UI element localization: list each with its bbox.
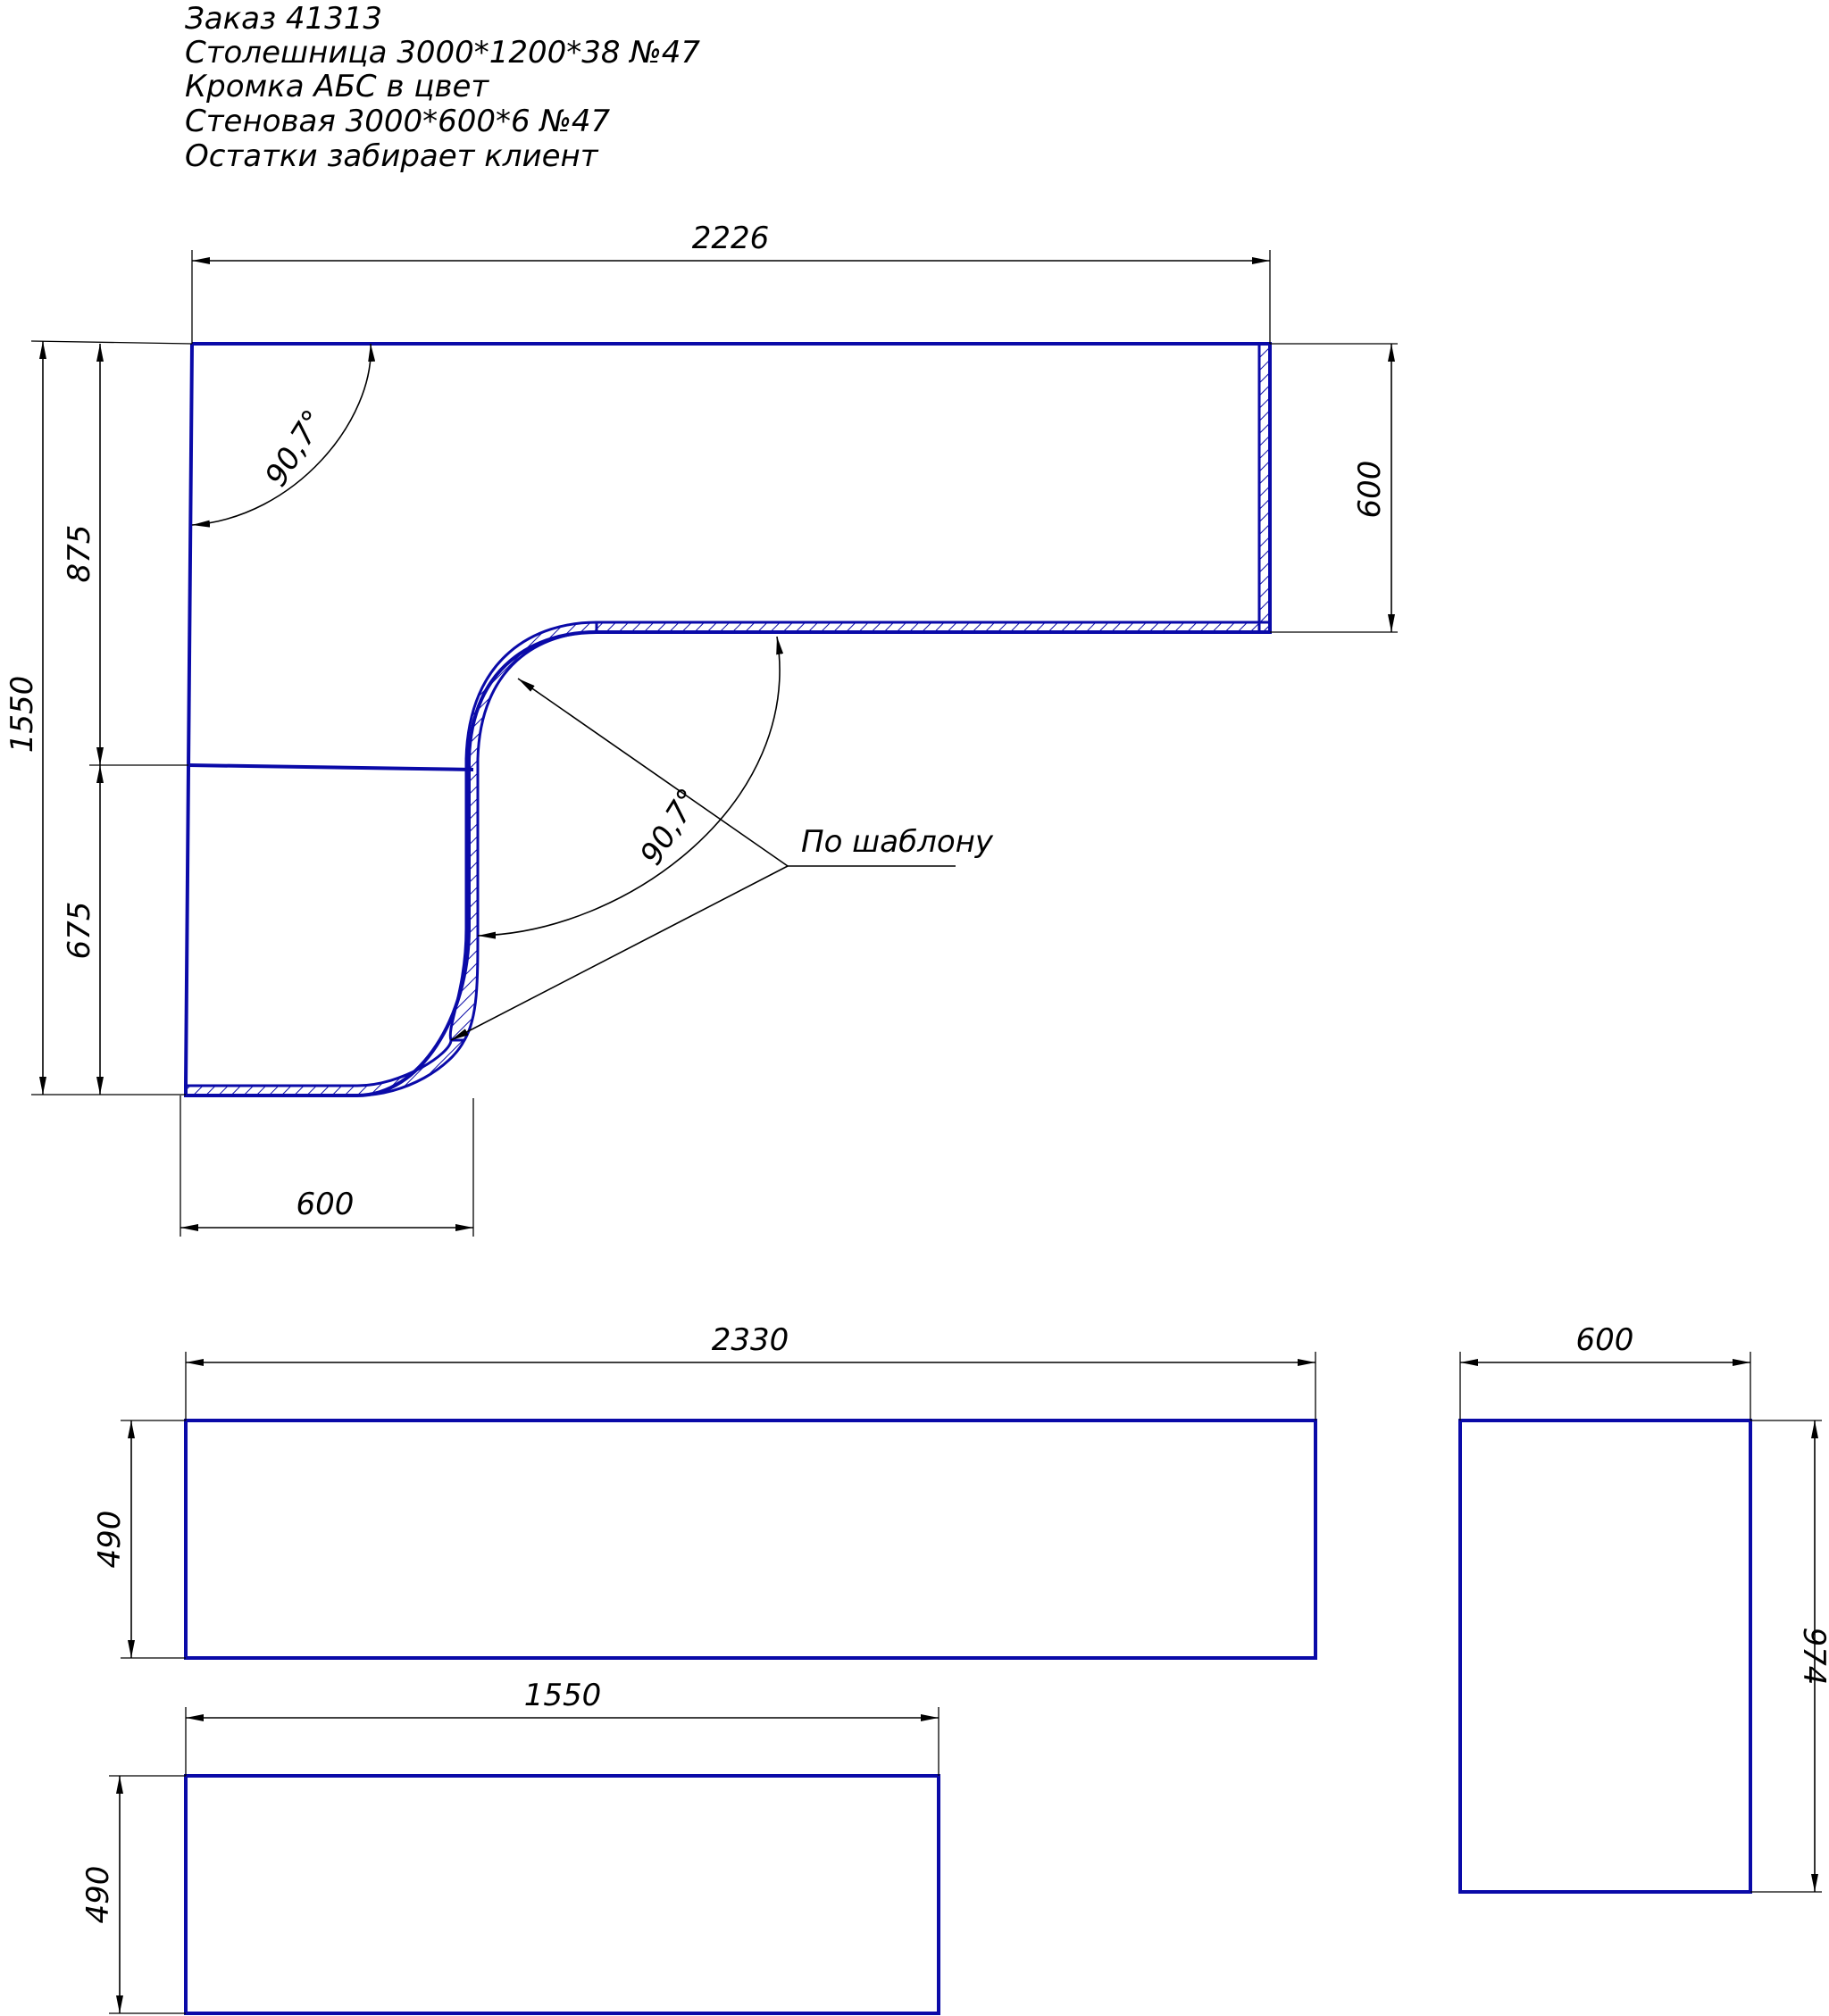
angle-inner-label: 90,7° (633, 782, 707, 871)
template-leader-upper (517, 678, 789, 867)
panel-1550x490: 1550 490 (80, 1678, 940, 2015)
dim-total-height-1550: 1550 (4, 676, 40, 754)
note-wall-panel: Стеновая 3000*600*6 №47 (185, 104, 610, 139)
angle-arc-inner (477, 636, 784, 939)
angle-outer-label: 90,7° (258, 404, 332, 493)
note-leftovers: Остатки забирает клиент (185, 138, 599, 174)
dim-upper-875: 875 (62, 525, 97, 583)
note-countertop: Столешница 3000*1200*38 №47 (185, 35, 700, 71)
panel-600x974: 600 974 (1458, 1322, 1829, 1894)
dim-panel-600-height: 974 (1796, 1628, 1829, 1686)
dim-panel-1550: 1550 (524, 1678, 602, 1713)
dim-width-2226: 2226 (692, 221, 770, 256)
dim-panel-1550-height: 490 (80, 1866, 116, 1924)
template-label: По шаблону (801, 824, 994, 860)
countertop-joint-line (188, 763, 474, 771)
countertop-dimensions: 2226 600 1550 875 675 600 90,7° 90,7° (4, 221, 1398, 1237)
panel-600-outline (1458, 1419, 1752, 1894)
dim-lower-675: 675 (62, 902, 97, 960)
note-edge: Кромка АБС в цвет (185, 69, 489, 104)
note-order: Заказ 41313 (185, 1, 382, 37)
dim-bottom-600: 600 (296, 1187, 355, 1222)
angle-arc-outer (191, 343, 376, 528)
panel-1550-outline (184, 1774, 940, 2015)
template-leader-lower (450, 865, 789, 1041)
edge-strip-bottom (184, 1038, 467, 1097)
order-notes: Заказ 41313 Столешница 3000*1200*38 №47 … (185, 1, 700, 174)
dim-panel-2330-height: 490 (92, 1511, 128, 1569)
panel-2330-outline (184, 1419, 1317, 1660)
countertop-outline (184, 342, 1272, 1097)
edge-strip-inner-curve (448, 621, 598, 1042)
countertop-part (184, 342, 1272, 1097)
panel-2330x490: 2330 490 (92, 1322, 1317, 1660)
dim-panel-600: 600 (1576, 1322, 1634, 1358)
dim-right-depth-600: 600 (1352, 461, 1388, 519)
dim-panel-2330: 2330 (712, 1322, 789, 1358)
